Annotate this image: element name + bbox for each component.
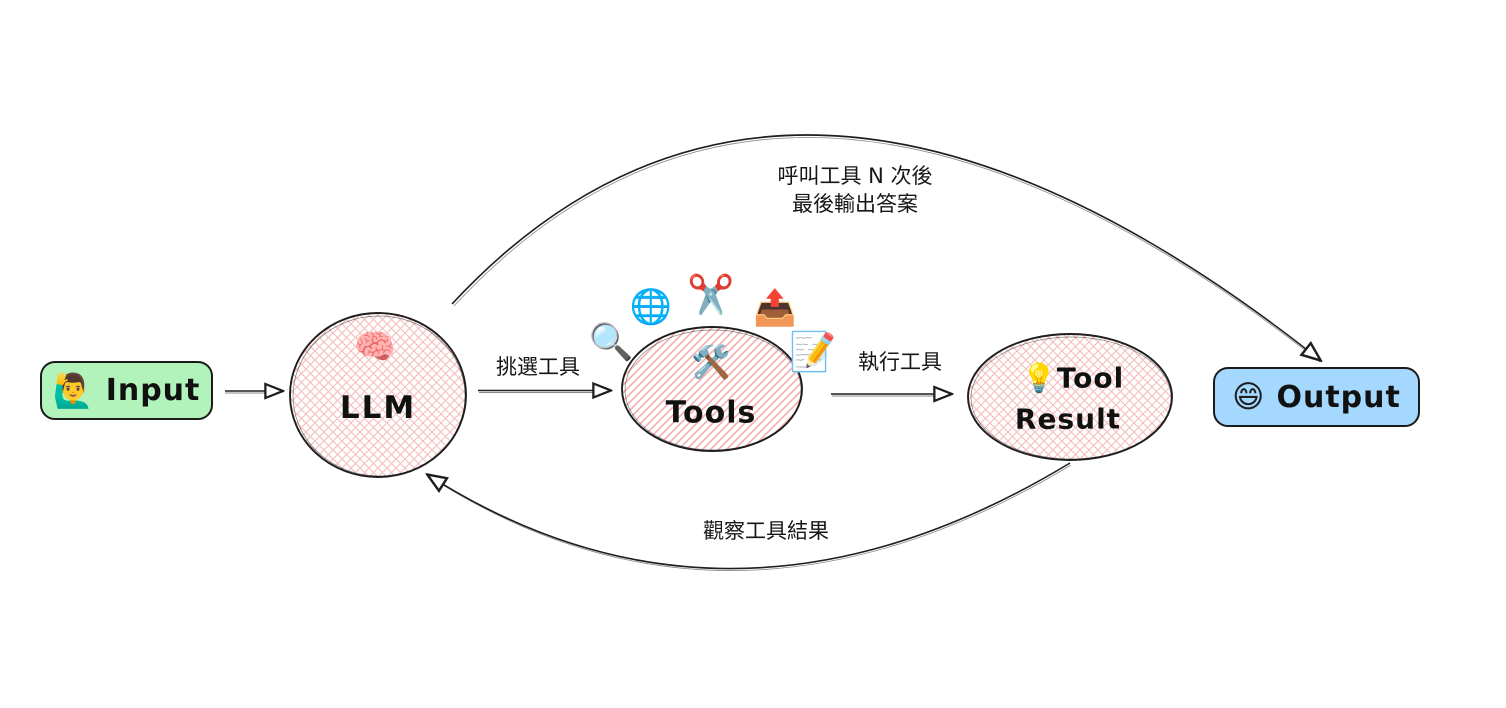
edge-label-select-tools: 挑選工具 [496,355,580,379]
edge-label-loop-line1: 呼叫工具 N 次後 [777,164,933,188]
node-input-label: Input [105,373,201,408]
edge-label-loop: 呼叫工具 N 次後 最後輸出答案 [777,162,932,218]
memo-icon: 📝 [789,329,837,374]
edge-label-loop-line2: 最後輸出答案 [792,192,918,216]
node-tool-result-label1: Tool [1056,361,1125,395]
scissors-icon: ✂️ [687,272,735,317]
magnifying-glass-icon: 🔍 [588,322,634,363]
node-tools-label: Tools [665,395,757,431]
light-bulb-icon: 💡 [1021,361,1057,395]
person-raising-hand-icon: 🙋‍♂️ [52,370,94,410]
arrow-llm-to-output [451,134,1320,362]
hammer-and-wrench-icon: 🛠️ [691,343,731,381]
arrow-tools-to-tool-result [831,394,951,396]
grinning-face-icon: 😄 [1232,379,1265,415]
node-tool-result-line1: 💡Tool [1022,362,1124,395]
globe-icon: 🌐 [629,287,673,327]
tools-ellipse [621,326,803,452]
node-llm-label: LLM [339,390,417,426]
node-tool-result-label2: Result [1014,402,1122,436]
edge-label-execute-tools: 執行工具 [858,350,942,374]
arrow-tool-result-to-llm [428,462,1072,571]
tool-result-ellipse [967,333,1173,461]
arrow-input-to-llm [225,391,282,393]
node-output-label: Output [1276,379,1401,415]
brain-icon: 🧠 [353,327,397,367]
node-output: 😄 Output [1213,367,1420,427]
llm-ellipse [289,312,467,478]
edge-label-observe: 觀察工具結果 [703,519,829,543]
arrow-llm-to-tools [478,391,610,393]
outbox-tray-icon: 📤 [753,288,797,329]
node-input: 🙋‍♂️ Input [40,361,213,420]
